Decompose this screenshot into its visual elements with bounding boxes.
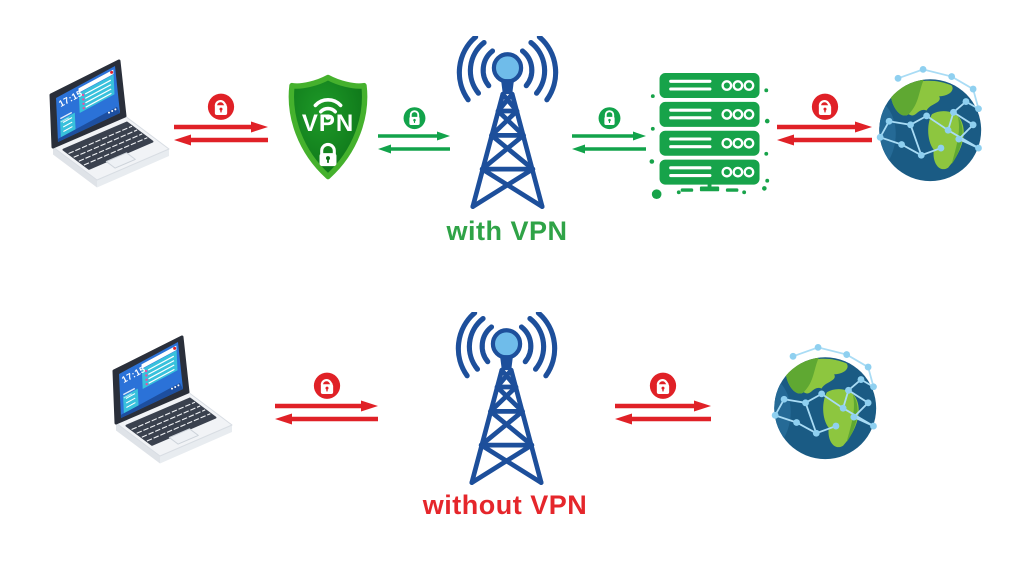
without-vpn-label: without VPN (422, 490, 588, 520)
with-vpn-label: with VPN (446, 216, 568, 246)
laptop-illustration (40, 52, 180, 212)
arrow-left-head (777, 134, 794, 146)
laptop-icon: 17:15 (103, 328, 243, 488)
data-flow-arrows (615, 400, 711, 425)
cell-tower-icon (437, 36, 578, 216)
arrow-right-head (694, 400, 711, 412)
locked-padlock-icon (597, 105, 622, 130)
unlocked-padlock-icon (312, 370, 342, 400)
unlocked-padlock-icon (648, 370, 678, 400)
vpn-shield-label: VPN (301, 110, 355, 137)
arrow-right-head (437, 131, 450, 141)
data-flow-arrows (275, 400, 378, 425)
secure-link (570, 105, 648, 156)
unlocked-padlock-icon (206, 91, 236, 121)
locked-padlock-icon (319, 142, 337, 167)
arrow-left-head (572, 144, 585, 154)
arrow-left-head (378, 144, 391, 154)
secure-link (376, 105, 452, 156)
arrow-left-head (615, 413, 632, 425)
unlocked-padlock-icon (810, 91, 840, 121)
arrow-right-head (855, 121, 872, 133)
data-flow-arrows (777, 121, 872, 146)
arrow-left-head (174, 134, 191, 146)
arrow-left-head (275, 413, 292, 425)
insecure-link (613, 370, 713, 426)
arrow-right-head (361, 400, 378, 412)
laptop-icon: 17:15 (40, 52, 180, 212)
insecure-link (172, 91, 270, 147)
data-flow-arrows (572, 131, 646, 154)
laptop-illustration (103, 328, 243, 488)
data-flow-arrows (174, 121, 268, 146)
arrow-right-head (251, 121, 268, 133)
insecure-link (273, 370, 380, 426)
server-icon (648, 71, 773, 202)
shield-illustration (288, 74, 368, 180)
data-flow-arrows (378, 131, 450, 154)
arrow-right-head (633, 131, 646, 141)
locked-padlock-icon (402, 105, 427, 130)
cell-tower-icon (436, 312, 577, 492)
wifi-icon (313, 98, 343, 114)
insecure-link (775, 91, 874, 147)
internet-globe-icon (768, 342, 886, 469)
internet-globe-icon (873, 64, 991, 191)
vpn-shield-icon: VPN (283, 73, 373, 181)
